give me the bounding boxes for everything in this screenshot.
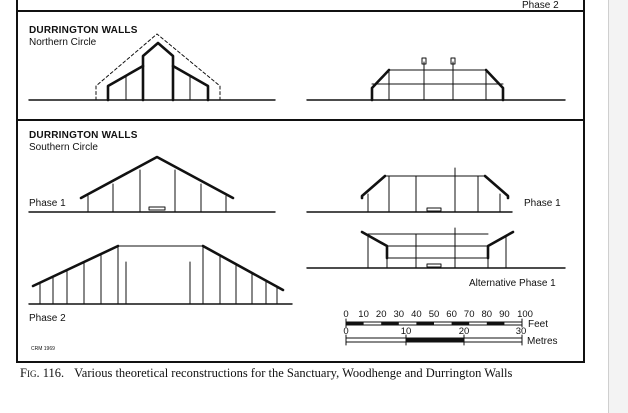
feet-tick-label: 60 xyxy=(446,309,457,320)
northern-subtitle: Northern Circle xyxy=(29,37,97,48)
southern-alternative-drawing xyxy=(306,227,566,269)
top-phase-label: Phase 2 xyxy=(522,0,559,11)
feet-tick-label: 90 xyxy=(499,309,510,320)
feet-tick-label: 10 xyxy=(358,309,369,320)
metre-tick-label: 0 xyxy=(343,326,348,337)
feet-tick-label: 80 xyxy=(482,309,493,320)
section-divider xyxy=(16,10,585,12)
northern-left-drawing xyxy=(28,33,276,102)
caption-label: Fig. 116. xyxy=(20,366,65,380)
southern-phase2-drawing xyxy=(28,244,293,305)
metre-tick-label: 20 xyxy=(459,326,470,337)
feet-tick-label: 30 xyxy=(394,309,405,320)
figure-frame xyxy=(16,0,585,363)
metre-tick-label: 10 xyxy=(401,326,412,337)
metre-tick-label: 30 xyxy=(516,326,527,337)
feet-tick-label: 20 xyxy=(376,309,387,320)
northern-right-drawing xyxy=(306,57,566,102)
scale-bar xyxy=(345,318,523,346)
feet-tick-label: 100 xyxy=(517,309,533,320)
metre-unit-label: Metres xyxy=(527,336,558,347)
phase1-right-label: Phase 1 xyxy=(524,198,561,209)
feet-tick-label: 0 xyxy=(343,309,348,320)
phase1-left-label: Phase 1 xyxy=(29,198,66,209)
feet-tick-label: 40 xyxy=(411,309,422,320)
credit-text: CRM 1969 xyxy=(31,346,55,352)
feet-tick-label: 70 xyxy=(464,309,475,320)
feet-unit-label: Feet xyxy=(528,319,548,330)
northern-title: DURRINGTON WALLS xyxy=(29,25,138,36)
page-edge xyxy=(608,0,628,413)
alt-phase-label: Alternative Phase 1 xyxy=(469,278,556,289)
southern-phase1-left-drawing xyxy=(28,155,276,213)
feet-tick-label: 50 xyxy=(429,309,440,320)
phase2-label: Phase 2 xyxy=(29,313,66,324)
section-divider xyxy=(16,119,585,121)
southern-subtitle: Southern Circle xyxy=(29,142,98,153)
figure-caption: Fig. 116. Various theoretical reconstruct… xyxy=(20,366,512,381)
southern-phase1-right-drawing xyxy=(306,167,513,213)
southern-title: DURRINGTON WALLS xyxy=(29,130,138,141)
caption-text: Various theoretical reconstructions for … xyxy=(74,366,513,380)
